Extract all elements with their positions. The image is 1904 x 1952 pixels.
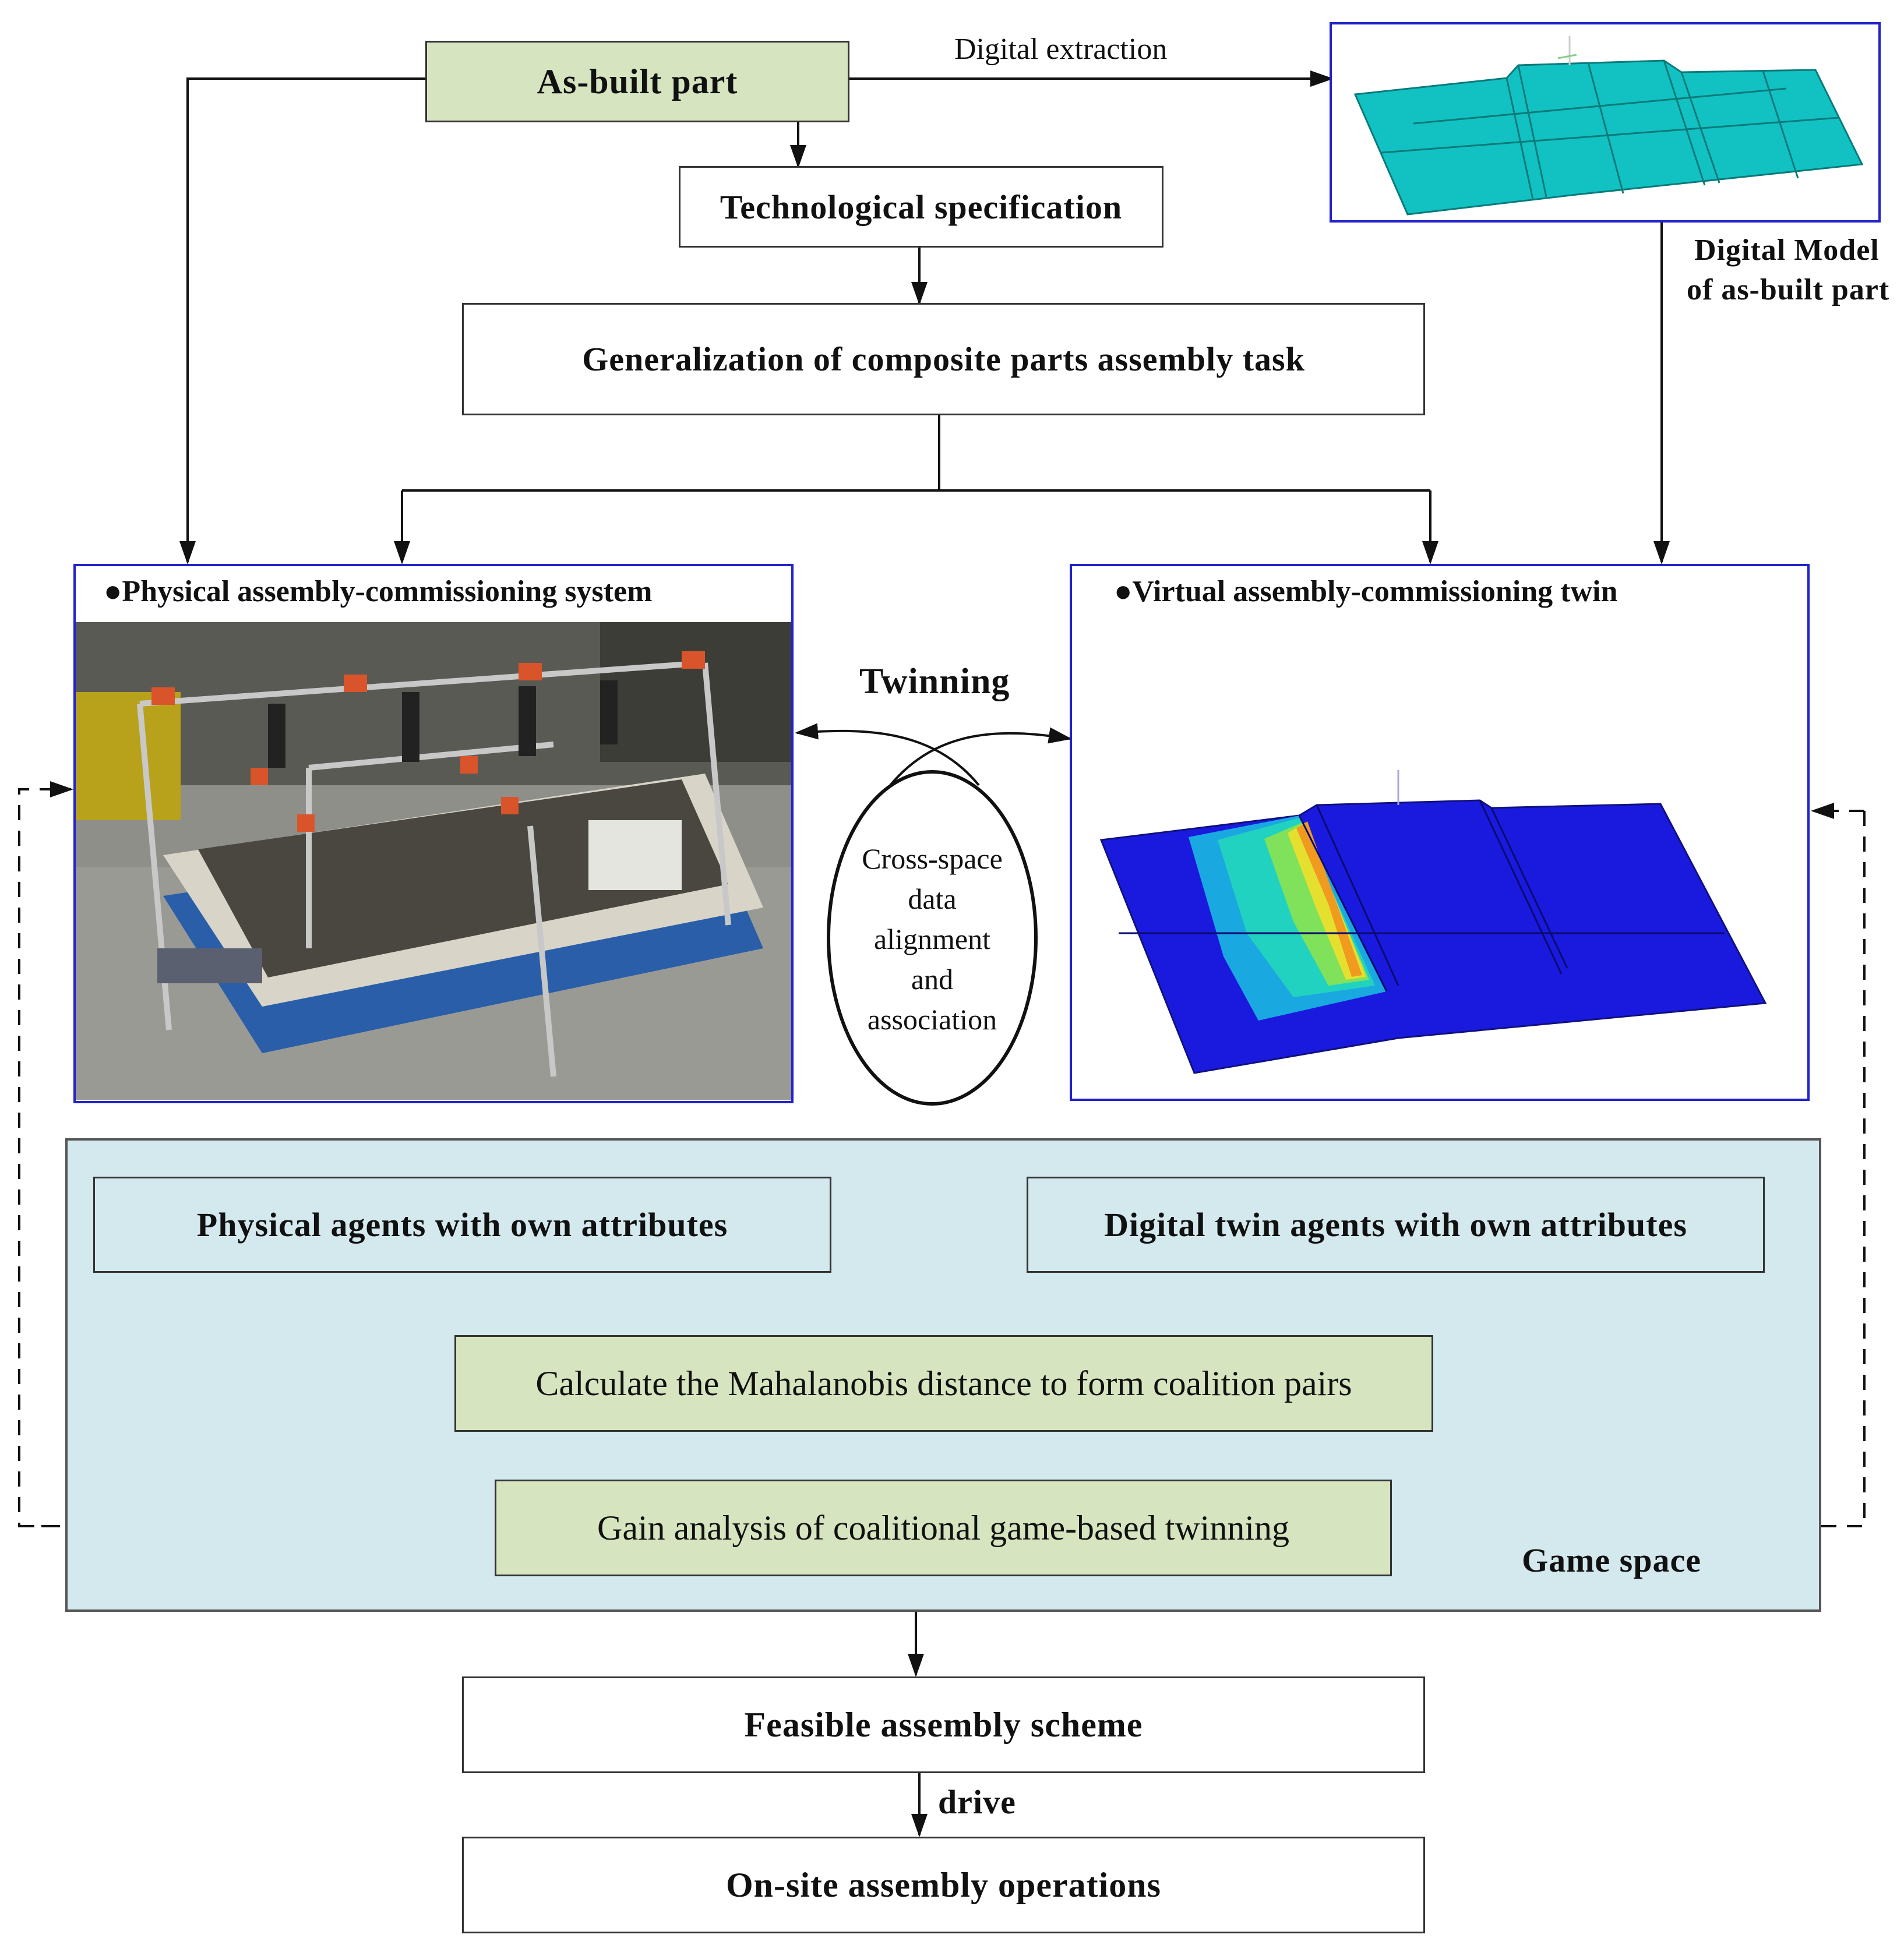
digital-model-image bbox=[1353, 36, 1864, 216]
cross-space-line-1: Cross-space bbox=[862, 842, 1003, 875]
digital-model-label-line1: Digital Model bbox=[1694, 234, 1880, 267]
digital-extraction-label: Digital extraction bbox=[954, 33, 1168, 66]
feasible-scheme-label: Feasible assembly scheme bbox=[744, 1705, 1143, 1744]
physical-agents-box: Physical agents with own attributes bbox=[93, 1177, 831, 1273]
cross-space-text: Cross-space data alignment and associati… bbox=[833, 839, 1031, 1040]
digital-model-label-line2: of as-built part bbox=[1687, 273, 1890, 306]
cross-space-line-5: association bbox=[867, 1003, 997, 1036]
as-built-part-label: As-built part bbox=[537, 62, 738, 101]
mahalanobis-label: Calculate the Mahalanobis distance to fo… bbox=[535, 1364, 1352, 1403]
virtual-twin-panel: ●Virtual assembly-commissioning twin bbox=[1070, 564, 1810, 1101]
twinning-curve-left bbox=[795, 723, 980, 786]
generalization-box: Generalization of composite parts assemb… bbox=[462, 303, 1425, 415]
technological-specification-box: Technological specification bbox=[679, 166, 1163, 248]
physical-system-title: ●Physical assembly-commissioning system bbox=[104, 575, 653, 608]
gain-analysis-box: Gain analysis of coalitional game-based … bbox=[495, 1480, 1392, 1576]
feasible-scheme-box: Feasible assembly scheme bbox=[462, 1676, 1425, 1773]
onsite-operations-label: On-site assembly operations bbox=[726, 1865, 1161, 1904]
digital-model-panel bbox=[1330, 22, 1881, 223]
virtual-twin-fem-image bbox=[1099, 770, 1767, 1074]
technological-specification-label: Technological specification bbox=[720, 188, 1123, 226]
twinning-curve-right bbox=[889, 727, 1072, 786]
cross-space-line-3: alignment bbox=[874, 923, 990, 955]
arrow-asbuilt-to-physical bbox=[179, 77, 425, 564]
gain-analysis-label: Gain analysis of coalitional game-based … bbox=[597, 1508, 1290, 1547]
cross-space-ellipse bbox=[827, 770, 1038, 1106]
arrow-generalization-split bbox=[402, 415, 1430, 492]
physical-system-panel: ●Physical assembly-commissioning system bbox=[73, 564, 794, 1103]
cross-space-line-2: data bbox=[908, 883, 957, 915]
digital-agents-label: Digital twin agents with own attributes bbox=[1104, 1206, 1687, 1244]
cross-space-line-4: and bbox=[911, 963, 954, 996]
twinning-label: Twinning bbox=[859, 662, 1010, 701]
physical-agents-label: Physical agents with own attributes bbox=[196, 1206, 728, 1244]
onsite-operations-box: On-site assembly operations bbox=[462, 1837, 1425, 1933]
game-space-label: Game space bbox=[1522, 1541, 1701, 1579]
drive-label: drive bbox=[938, 1783, 1016, 1821]
virtual-twin-title: ●Virtual assembly-commissioning twin bbox=[1114, 575, 1618, 608]
mahalanobis-box: Calculate the Mahalanobis distance to fo… bbox=[454, 1335, 1433, 1432]
digital-agents-box: Digital twin agents with own attributes bbox=[1027, 1177, 1765, 1273]
physical-system-photo bbox=[76, 622, 791, 1100]
as-built-part-box: As-built part bbox=[425, 41, 849, 122]
generalization-label: Generalization of composite parts assemb… bbox=[582, 340, 1305, 378]
